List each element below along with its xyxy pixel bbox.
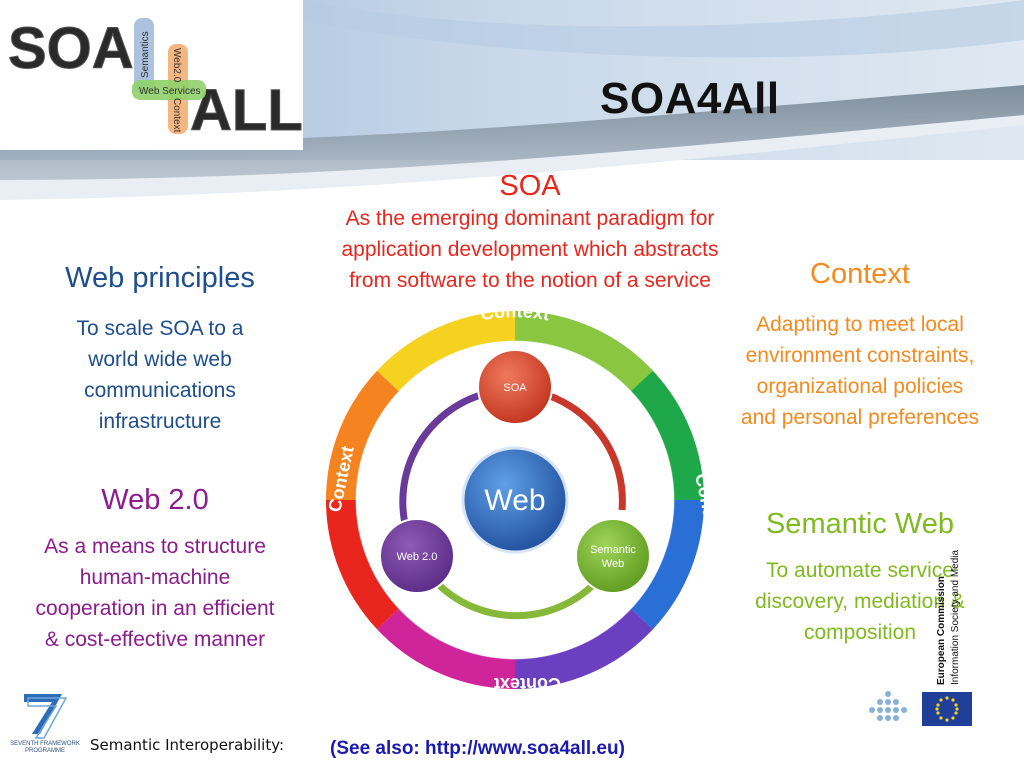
eu-flag-icon xyxy=(922,692,972,726)
slide-title: SOA4All xyxy=(600,74,780,123)
soa-text-line: application development which abstracts xyxy=(341,238,719,261)
ec-logo-line1: European Commission xyxy=(936,576,947,685)
soa4all-logo: SOA ALL Semantics Web2.0 Web Services Co… xyxy=(0,0,303,150)
web-center-node xyxy=(461,446,569,554)
semantic-web-heading: Semantic Web xyxy=(765,508,955,540)
soa-heading: SOA xyxy=(499,170,561,202)
web20-text-line: & cost-effective manner xyxy=(44,628,266,651)
ec-logo-line2: Information Society and Media xyxy=(950,549,961,685)
logo-label-web-services: Web Services xyxy=(139,86,201,97)
footer-semantic-interoperability: Semantic Interoperability: xyxy=(90,736,285,754)
web-principles-block: Web principles To scale SOA to a world w… xyxy=(30,262,290,437)
logo-word-all: ALL xyxy=(190,78,303,143)
fp7-logo-line2: PROGRAMME xyxy=(25,748,65,754)
context-text-line: Adapting to meet local xyxy=(756,313,964,336)
web-principles-heading: Web principles xyxy=(65,262,255,294)
soa-node-label: SOA xyxy=(503,382,527,394)
context-text-line: and personal preferences xyxy=(740,406,980,429)
logo-label-semantics: Semantics xyxy=(140,31,151,78)
fp7-logo-line1: SEVENTH FRAMEWORK xyxy=(10,741,80,747)
semantic-web-text-line: discovery, mediation & xyxy=(755,590,965,613)
semantic-web-text-line: composition xyxy=(803,621,917,644)
web20-text-line: human-machine xyxy=(79,566,231,589)
web-center-label: Web xyxy=(484,484,545,517)
semantic-web-block: Semantic Web To automate service discove… xyxy=(710,508,1010,648)
logo-word-soa: SOA xyxy=(8,16,134,81)
semantic-web-node-label-line1: Semantic xyxy=(590,544,636,556)
web20-node-label: Web 2.0 xyxy=(397,551,438,563)
semantic-web-text-line: To automate service xyxy=(766,559,954,582)
web20-text-line: As a means to structure xyxy=(44,535,266,558)
ring-label-context-bottom: Context xyxy=(494,674,561,694)
web20-heading: Web 2.0 xyxy=(101,484,209,516)
web-principles-text-line: world wide web xyxy=(88,348,232,371)
semantic-web-node xyxy=(575,518,651,594)
soa-text-line: As the emerging dominant paradigm for xyxy=(345,207,715,230)
web20-text-line: cooperation in an efficient xyxy=(35,597,275,620)
web20-node xyxy=(379,518,455,594)
soa-node xyxy=(477,349,553,425)
fp7-logo: SEVENTH FRAMEWORK PROGRAMME xyxy=(10,694,80,754)
web20-block: Web 2.0 As a means to structure human-ma… xyxy=(5,484,305,655)
context-block: Context Adapting to meet local environme… xyxy=(710,258,1010,433)
web-principles-text-line: communications xyxy=(84,379,236,402)
dot-pattern-icon xyxy=(869,691,907,721)
context-heading: Context xyxy=(810,258,910,290)
web-principles-text-line: infrastructure xyxy=(98,410,222,433)
logo-label-web20: Web2.0 xyxy=(171,48,182,83)
soa4all-diagram: Context Context Context Context Web SOA … xyxy=(324,301,718,694)
context-text-line: organizational policies xyxy=(756,375,964,398)
inner-arrow-ring xyxy=(399,388,626,620)
semantic-web-node-label-line2: Web xyxy=(602,558,624,570)
soa-text-line: from software to the notion of a service xyxy=(349,269,711,292)
context-rainbow-ring xyxy=(324,309,706,691)
footer-see-also-link[interactable]: (See also: http://www.soa4all.eu) xyxy=(330,738,625,759)
logo-label-context: Context xyxy=(171,98,182,133)
soa-block: SOA As the emerging dominant paradigm fo… xyxy=(290,170,770,296)
context-text-line: environment constraints, xyxy=(745,344,975,367)
ring-label-context-top: Context xyxy=(479,301,551,324)
web-principles-text-line: To scale SOA to a xyxy=(76,317,244,340)
